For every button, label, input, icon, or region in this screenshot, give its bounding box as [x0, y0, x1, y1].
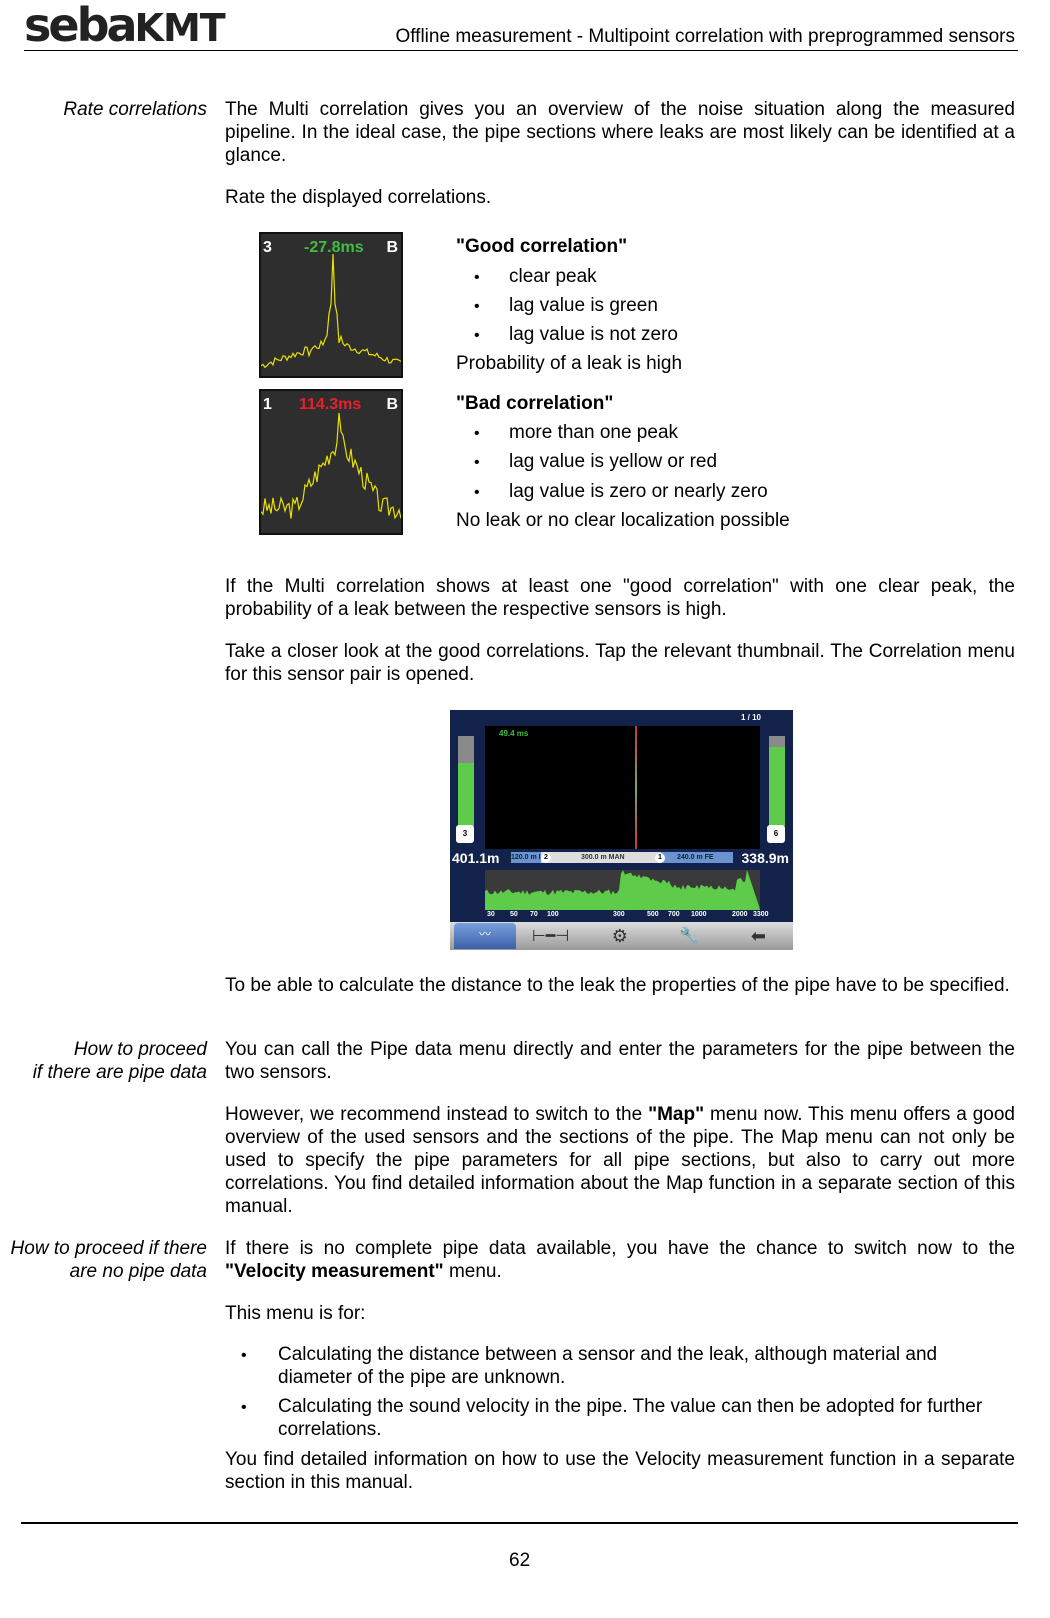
velocity-bullet: Calculating the sound velocity in the pi… [278, 1396, 983, 1440]
bullet: • [474, 484, 480, 501]
pipe-segment: 300.0 m MAN [581, 854, 625, 861]
sensor-label: B [386, 396, 398, 413]
good-bullet: lag value is green [509, 295, 658, 316]
side-label-rate: Rate correlations [63, 99, 207, 120]
right-sensor-button[interactable]: 6 [767, 825, 785, 843]
closing-text: You find detailed information on how to … [225, 1449, 1015, 1493]
frequency-tick: 300 [613, 911, 625, 918]
text: menu now. This menu offers a good overvi… [225, 1104, 1015, 1217]
frequency-spectrum [485, 870, 760, 910]
sensor-marker: 1 [655, 853, 665, 863]
map-menu-name: "Map" [648, 1104, 705, 1125]
bullet: • [474, 269, 480, 286]
frequency-tick: 500 [647, 911, 659, 918]
footer-rule [21, 1522, 1018, 1524]
correlation-curve [261, 412, 401, 520]
left-distance: 401.1m [452, 850, 500, 866]
frequency-tick: 100 [547, 911, 559, 918]
bullet: • [241, 1347, 247, 1364]
p-distance: To be able to calculate the distance to … [225, 975, 1010, 996]
map-recommendation: However, we recommend instead to switch … [225, 1103, 1015, 1218]
bad-correlation-thumbnail: 1 114.3ms B [259, 389, 403, 535]
label-line: are no pipe data [69, 1261, 207, 1282]
bullet: • [241, 1399, 247, 1416]
pipe-segment: 240.0 m FE [677, 854, 714, 861]
frequency-tick: 3300 [753, 911, 769, 918]
velocity-bullet: Calculating the distance between a senso… [278, 1344, 938, 1388]
rate-intro: The Multi correlation gives you an overv… [225, 99, 1015, 166]
lag-value: -27.8ms [304, 239, 364, 256]
good-correlation-thumbnail: 3 -27.8ms B [259, 232, 403, 378]
sensor-label: 1 [263, 396, 272, 413]
p-good-correlation: If the Multi correlation shows at least … [225, 576, 1015, 620]
sebakmt-logo: sebaKMT [24, 0, 226, 52]
good-conclusion: Probability of a leak is high [456, 353, 683, 374]
sensor-marker: 2 [541, 853, 551, 863]
settings-icon[interactable]: ⚙ [611, 925, 628, 946]
correlation-curve [261, 253, 401, 369]
label-line: How to proceed [73, 1039, 207, 1060]
pipe-icon[interactable]: ⊢━⊣ [531, 927, 570, 945]
bad-bullet: lag value is zero or nearly zero [509, 481, 768, 502]
pipe-section-bar[interactable]: 120.0 m I 2 300.0 m MAN 1 240.0 m FE [511, 852, 733, 863]
bullet: • [474, 298, 480, 315]
sensor-label: 3 [263, 239, 272, 256]
frequency-axis: 30 50 70 100 300 500 700 1000 2000 3300 [485, 910, 769, 920]
frequency-tick: 1000 [691, 911, 707, 918]
rate-instruction: Rate the displayed correlations. [225, 187, 492, 208]
back-arrow-icon[interactable]: ⬅ [750, 925, 766, 946]
correlation-tab[interactable]: 〰 [454, 923, 516, 949]
bullet: • [474, 454, 480, 471]
menu-for: This menu is for: [225, 1303, 366, 1324]
p-closer-look: Take a closer look at the good correlati… [225, 641, 1015, 685]
velocity-menu-name: "Velocity measurement" [225, 1261, 444, 1282]
no-pipe-text: If there is no complete pipe data availa… [225, 1237, 1015, 1283]
bad-title: "Bad correlation" [456, 393, 614, 414]
correlation-menu-screenshot: 1 / 10 49.4 ms 3 6 401.1m 338.9m 120.0 m… [450, 710, 793, 950]
text: However, we recommend instead to switch … [225, 1104, 649, 1125]
correlation-plot: 49.4 ms [485, 726, 760, 849]
frequency-tick: 30 [487, 911, 495, 918]
bad-bullet: more than one peak [509, 422, 679, 443]
lag-value: 49.4 ms [499, 729, 529, 738]
bullet: • [474, 425, 480, 442]
page-indicator: 1 / 10 [740, 713, 761, 722]
label-line: How to proceed if there [10, 1238, 207, 1259]
frequency-tick: 50 [510, 911, 518, 918]
spectrum-area [485, 870, 760, 910]
wrench-icon[interactable]: 🔧 [679, 927, 700, 945]
page-number: 62 [509, 1550, 531, 1571]
peak-line [635, 726, 637, 849]
lag-value: 114.3ms [299, 396, 362, 413]
left-sensor-button[interactable]: 3 [456, 825, 474, 843]
header-title: Offline measurement - Multipoint correla… [395, 26, 1015, 47]
text: menu. [443, 1261, 502, 1282]
left-level-bar [458, 736, 474, 826]
right-level-bar [769, 736, 785, 826]
device-toolbar: 〰 ⊢━⊣ ⚙ 🔧 ⬅ [450, 922, 793, 950]
header-rule [24, 50, 1018, 51]
bullet: • [474, 327, 480, 344]
right-distance: 338.9m [741, 850, 789, 866]
text: If there is no complete pipe data availa… [225, 1238, 1015, 1259]
sensor-label: B [386, 239, 398, 256]
label-line: if there are pipe data [32, 1062, 207, 1083]
pipe-segment: 120.0 m I [511, 854, 541, 861]
frequency-tick: 70 [530, 911, 538, 918]
frequency-tick: 2000 [732, 911, 748, 918]
good-bullet: clear peak [509, 266, 597, 287]
frequency-tick: 700 [668, 911, 680, 918]
bad-bullet: lag value is yellow or red [509, 451, 718, 472]
good-title: "Good correlation" [456, 236, 628, 257]
good-bullet: lag value is not zero [509, 324, 678, 345]
pipe-data-text: You can call the Pipe data menu directly… [225, 1039, 1015, 1083]
bad-conclusion: No leak or no clear localization possibl… [456, 510, 790, 531]
